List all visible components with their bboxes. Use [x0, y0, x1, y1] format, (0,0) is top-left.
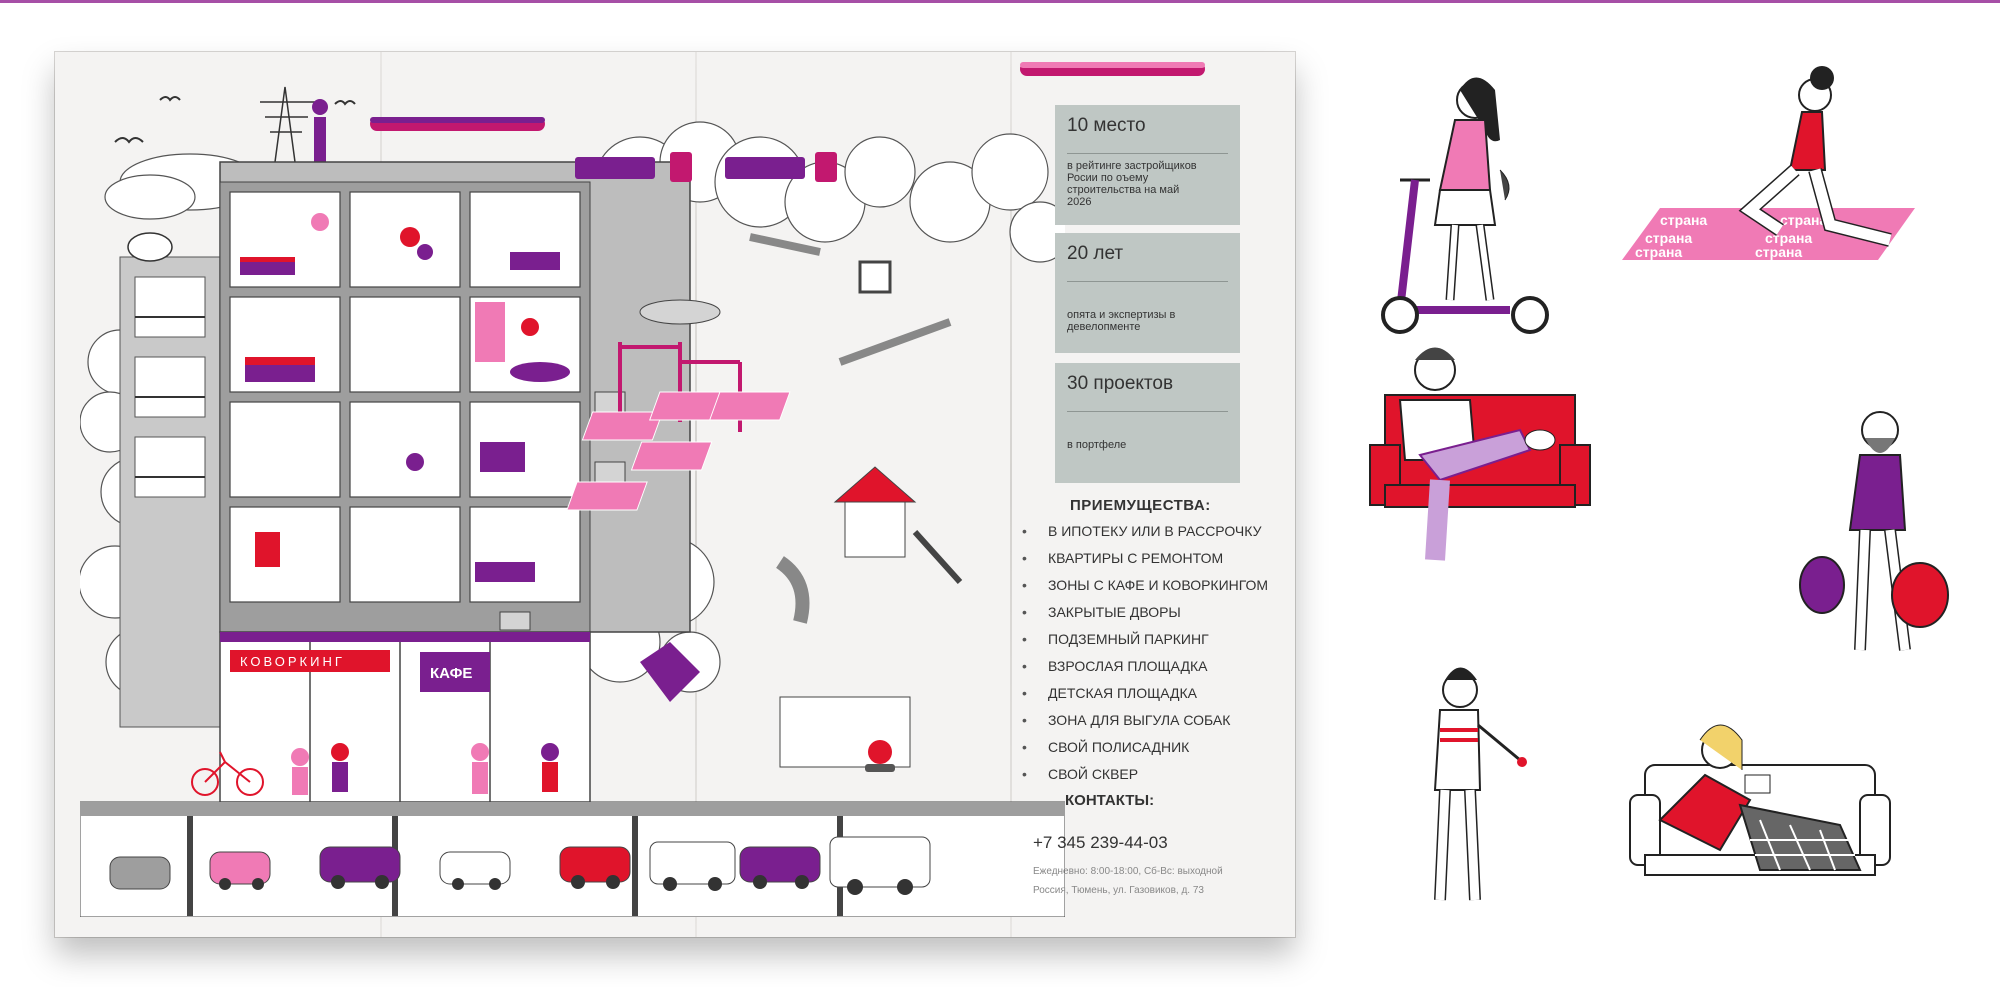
stat-desc: в рейтинге застройщиков Росии по оъему с… [1067, 160, 1197, 208]
yoga-girl-illustration: страна страна страна страна страна стран… [1622, 66, 1915, 260]
coworking-sign: КОВОРКИНГ [240, 654, 345, 669]
man-with-bags-illustration [1799, 411, 1949, 651]
divider [1067, 281, 1228, 282]
woman-reading-illustration [1629, 724, 1891, 876]
svg-text:страна: страна [1660, 212, 1707, 228]
list-item: ЗАКРЫТЫЕ ДВОРЫ [1020, 599, 1268, 626]
stat-title: 10 место [1067, 115, 1146, 136]
building-illustration: КОВОРКИНГ КАФЕ [80, 86, 1065, 917]
cafe-sign: КАФЕ [430, 665, 472, 682]
advantages-title: ПРИЕМУЩЕСТВА: [1070, 497, 1211, 514]
girl-on-scooter-illustration [1381, 77, 1549, 334]
list-item: ВЗРОСЛАЯ ПЛОЩАДКА [1020, 653, 1268, 680]
list-item: ДЕТСКАЯ ПЛОЩАДКА [1020, 680, 1268, 707]
working-hours: Ежедневно: 8:00-18:00, Сб-Вс: выходной [1033, 866, 1223, 877]
stat-desc: в портфеле [1067, 439, 1127, 451]
top-accent-line [0, 0, 2000, 3]
character-illustrations: страна страна страна страна страна стран… [1369, 66, 1949, 901]
list-item: СВОЙ СКВЕР [1020, 761, 1268, 788]
brand-logo [1020, 62, 1205, 76]
list-item: ПОДЗЕМНЫЙ ПАРКИНГ [1020, 626, 1268, 653]
list-item: КВАРТИРЫ С РЕМОНТОМ [1020, 545, 1268, 572]
list-item: ЗОНЫ С КАФЕ И КОВОРКИНГОМ [1020, 572, 1268, 599]
stat-title: 20 лет [1067, 243, 1124, 264]
list-item: СВОЙ ПОЛИСАДНИК [1020, 734, 1268, 761]
advantages-list: В ИПОТЕКУ ИЛИ В РАССРОЧКУ КВАРТИРЫ С РЕМ… [1020, 518, 1268, 788]
man-on-sofa-illustration [1369, 347, 1591, 561]
svg-text:страна: страна [1635, 244, 1682, 260]
contacts-title: КОНТАКТЫ: [1065, 792, 1155, 809]
list-item: ЗОНА ДЛЯ ВЫГУЛА СОБАК [1020, 707, 1268, 734]
svg-text:страна: страна [1755, 244, 1802, 260]
svg-text:страна: страна [1780, 212, 1827, 228]
list-item: В ИПОТЕКУ ИЛИ В РАССРОЧКУ [1020, 518, 1268, 545]
phone-number: +7 345 239-44-03 [1033, 833, 1168, 852]
fold-line [695, 52, 697, 937]
stat-title: 30 проектов [1067, 373, 1174, 394]
stat-card-experience: 20 лет опята и экспертизы в девелопменте [1055, 233, 1240, 353]
svg-text:страна: страна [1645, 230, 1692, 246]
divider [1067, 411, 1228, 412]
mat-pattern: страна страна страна страна страна стран… [1635, 212, 1827, 260]
stat-desc: опята и экспертизы в девелопменте [1067, 309, 1176, 333]
stat-card-rating: 10 место в рейтинге застройщиков Росии п… [1055, 105, 1240, 225]
brand-logo-illustration [370, 117, 545, 131]
divider [1067, 153, 1228, 154]
fold-line [1010, 52, 1012, 937]
boy-standing-illustration [1433, 667, 1527, 901]
address: Россия, Тюмень, ул. Газовиков, д. 73 [1033, 885, 1204, 896]
stat-card-projects: 30 проектов в портфеле [1055, 363, 1240, 483]
